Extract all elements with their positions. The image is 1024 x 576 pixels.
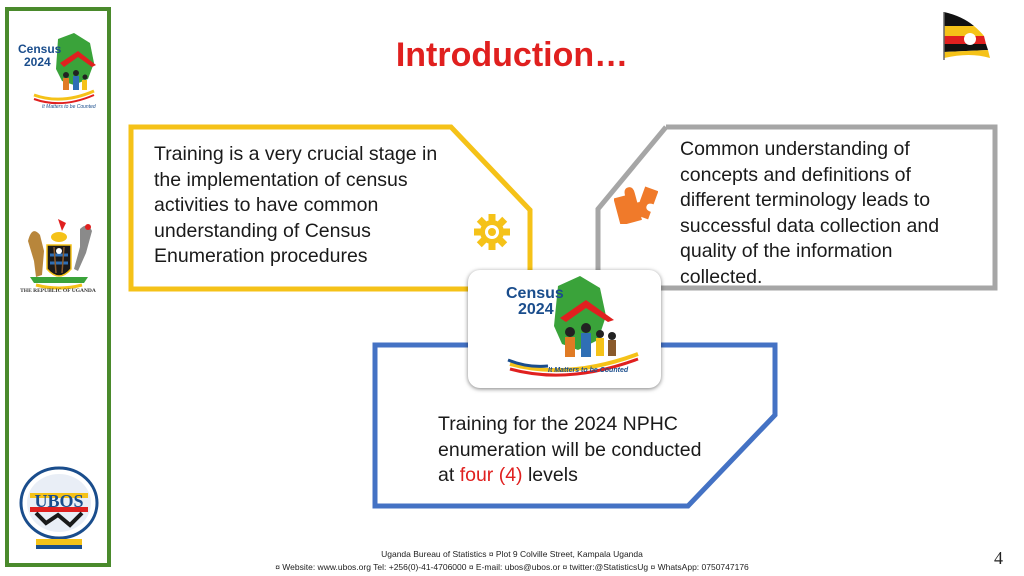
left-panel-frame xyxy=(128,124,533,292)
census-logo-line1: Census xyxy=(18,42,62,56)
center-logo-line1: Census xyxy=(506,285,564,302)
puzzle-icon xyxy=(614,186,658,224)
ubos-logo-text: UBOS xyxy=(34,491,83,511)
census-logo-line2: 2024 xyxy=(24,55,51,69)
bottom-panel-text: Training for the 2024 NPHC enumeration w… xyxy=(438,412,708,489)
center-logo-line2: 2024 xyxy=(518,301,554,318)
coat-of-arms-caption: THE REPUBLIC OF UGANDA xyxy=(20,288,96,294)
footer-contacts: ¤ Website: www.ubos.org Tel: +256(0)-41-… xyxy=(275,562,749,572)
gear-icon xyxy=(474,214,510,250)
coat-of-arms-icon xyxy=(28,219,92,290)
center-census-logo: Census 2024 It Matters to be Counted xyxy=(506,276,639,377)
sidebar: Census 2024 It Matters to be Counted THE… xyxy=(5,7,111,567)
bottom-panel-highlight: four (4) xyxy=(459,464,523,487)
bottom-panel-text-before: Training for the 2024 NPHC enumeration w… xyxy=(438,413,702,487)
bottom-panel-text-after: levels xyxy=(522,464,578,487)
center-logo-tagline: It Matters to be Counted xyxy=(548,367,629,374)
right-panel-frame xyxy=(595,124,998,291)
left-panel-text: Training is a very crucial stage in the … xyxy=(154,143,438,268)
census-logo-tagline: It Matters to be Counted xyxy=(42,104,96,110)
ubos-logo: UBOS xyxy=(19,466,99,549)
bottom-panel-frame xyxy=(372,342,778,509)
uganda-flag-icon xyxy=(943,12,990,60)
page-number: 4 xyxy=(994,548,1003,568)
footer-address: Uganda Bureau of Statistics ¤ Plot 9 Col… xyxy=(381,549,643,559)
right-panel-text: Common understanding of concepts and def… xyxy=(680,138,940,288)
census-2024-logo: Census 2024 It Matters to be Counted xyxy=(18,33,96,110)
slide-title: Introduction… xyxy=(395,36,629,74)
center-census-logo-card: Census 2024 It Matters to be Counted xyxy=(468,270,661,388)
